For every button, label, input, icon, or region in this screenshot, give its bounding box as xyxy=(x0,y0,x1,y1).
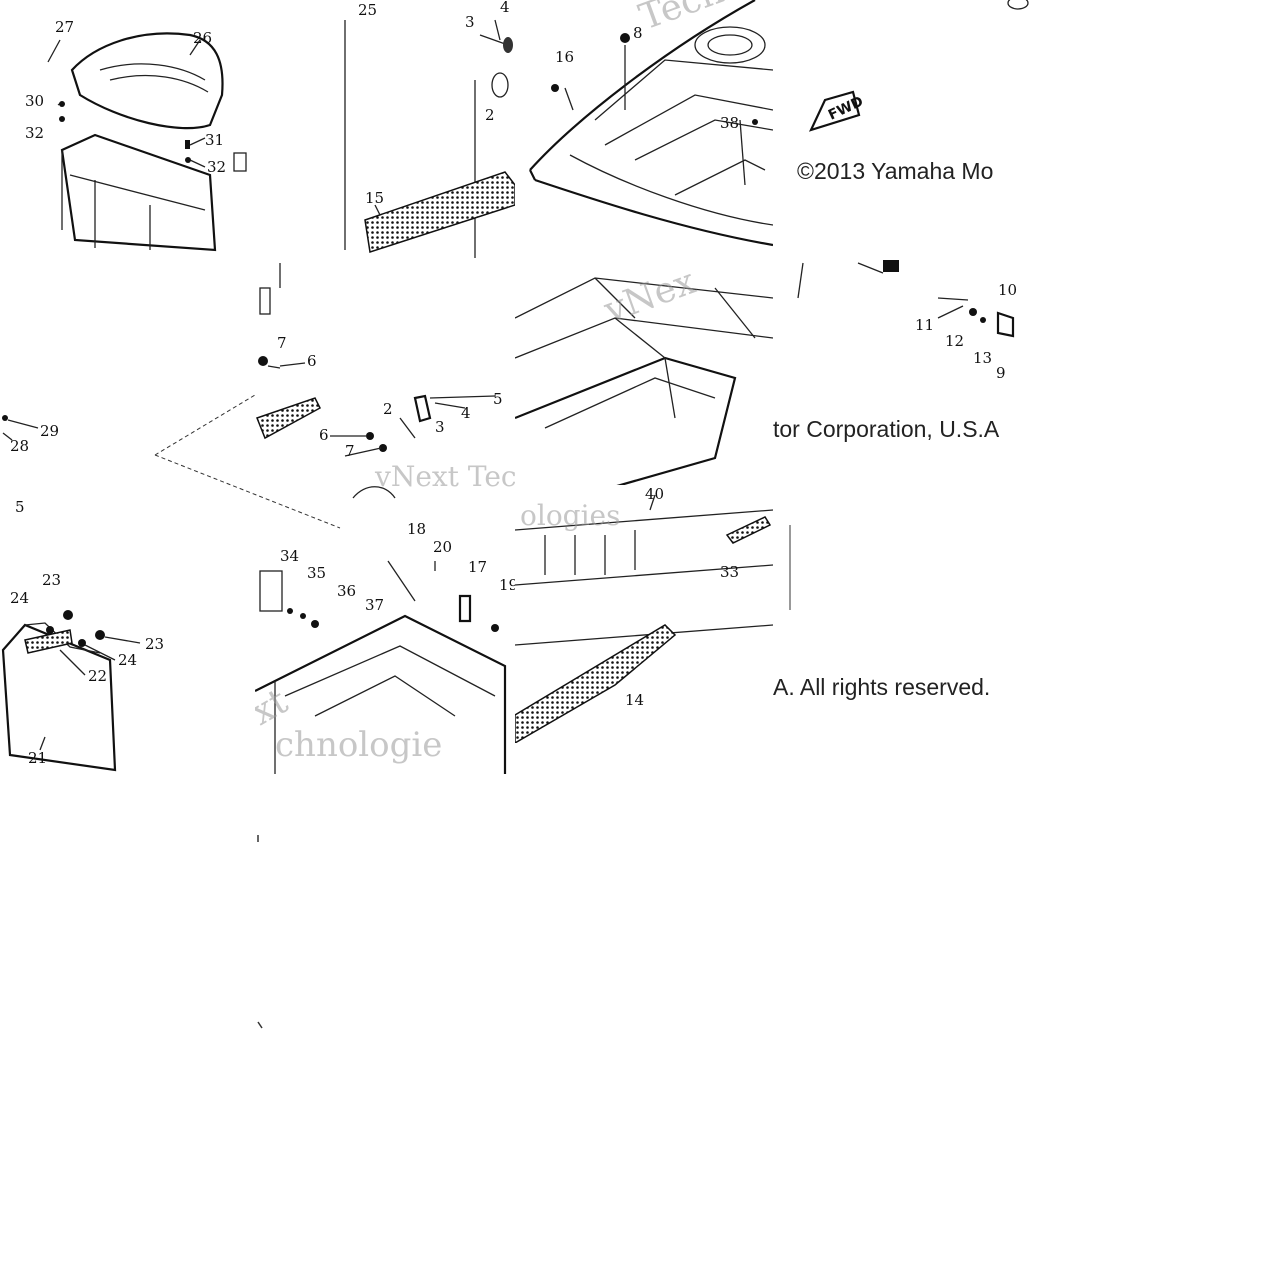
callout-38: 38 xyxy=(720,114,739,132)
watermark-vnext: vNext Tec xyxy=(374,460,515,493)
tile-rear-panel: 25 3 4 2 15 xyxy=(340,0,515,258)
callout-2b: 2 xyxy=(383,400,393,418)
callout-31: 31 xyxy=(205,131,224,149)
callout-7b: 7 xyxy=(345,442,355,460)
callout-6a: 6 xyxy=(307,352,317,370)
callout-11: 11 xyxy=(915,316,934,334)
tile-storage-box: 27 26 30 32 31 32 xyxy=(0,0,258,258)
callout-36: 36 xyxy=(337,582,356,600)
callout-34: 34 xyxy=(280,547,299,565)
callout-16: 16 xyxy=(555,48,574,66)
callout-4: 4 xyxy=(500,0,510,16)
tile-fwd-copyright: FWD xyxy=(773,0,1030,258)
callout-10: 10 xyxy=(998,281,1017,299)
callout-25: 25 xyxy=(358,1,377,19)
callout-9: 9 xyxy=(996,364,1006,382)
callout-37: 37 xyxy=(365,596,384,614)
callout-29: 29 xyxy=(40,422,59,440)
callout-15: 15 xyxy=(365,189,384,207)
callout-23a: 23 xyxy=(42,571,61,589)
callout-32b: 32 xyxy=(207,158,226,176)
tile-hinge-parts: 7 6 2 3 4 5 6 7 vNext Tec xyxy=(255,258,515,516)
callout-8: 8 xyxy=(633,24,643,42)
callout-4b: 4 xyxy=(461,404,471,422)
callout-33: 33 xyxy=(720,563,739,581)
callout-2: 2 xyxy=(485,106,495,124)
footstep-14 xyxy=(515,624,677,743)
watermark-vnex: vNex xyxy=(598,261,701,332)
tile-side-rail: 40 33 14 ologies xyxy=(515,485,773,743)
callout-23b: 23 xyxy=(145,635,164,653)
tile-license-plate: 23 24 23 24 22 21 xyxy=(0,565,258,773)
lid-shape xyxy=(70,32,224,130)
callout-35: 35 xyxy=(307,564,326,582)
box-shape xyxy=(60,133,217,252)
callout-21: 21 xyxy=(28,749,47,767)
callout-7a: 7 xyxy=(277,334,287,352)
callout-17: 17 xyxy=(468,558,487,576)
callout-12: 12 xyxy=(945,332,964,350)
tile-frame-closeup: vNex xyxy=(515,258,773,516)
callout-24a: 24 xyxy=(10,589,29,607)
watermark-ologies: ologies xyxy=(520,499,621,532)
callout-26: 26 xyxy=(193,29,212,47)
fwd-arrow xyxy=(808,90,861,132)
copyright-line-3: A. All rights reserved. xyxy=(773,674,991,700)
callout-28: 28 xyxy=(10,437,29,455)
callout-5: 5 xyxy=(15,498,25,516)
license-plate xyxy=(1,623,117,772)
callout-24b: 24 xyxy=(118,651,137,669)
callout-32a: 32 xyxy=(25,124,44,142)
tile-chassis-tunnel: 16 8 38 Techn xyxy=(515,0,773,258)
callout-30: 30 xyxy=(25,92,44,110)
copyright-line-1: ©2013 Yamaha Mo xyxy=(797,158,994,184)
callout-3: 3 xyxy=(465,13,475,31)
callout-22: 22 xyxy=(88,667,107,685)
watermark-chnologie: chnologie xyxy=(275,725,442,765)
callout-19: 19 xyxy=(499,576,515,594)
callout-3b: 3 xyxy=(435,418,445,436)
callout-6b: 6 xyxy=(319,426,329,444)
callout-27: 27 xyxy=(55,18,74,36)
tile-left-strip: 29 28 5 xyxy=(0,400,80,520)
copyright-line-2: tor Corporation, U.S.A xyxy=(773,416,1000,442)
tile-rear-frame: 34 35 36 37 18 20 17 19 xt chnologie xyxy=(255,516,515,774)
watermark-techn: Techn xyxy=(634,0,751,38)
tile-bolt-bracket: 10 11 12 13 9 xyxy=(773,258,1030,413)
callout-20: 20 xyxy=(433,538,452,556)
callout-13: 13 xyxy=(973,349,992,367)
callout-5b: 5 xyxy=(493,390,503,408)
callout-14: 14 xyxy=(625,691,644,709)
callout-18: 18 xyxy=(407,520,426,538)
callout-40: 40 xyxy=(645,485,664,503)
footstep-15 xyxy=(364,171,515,253)
